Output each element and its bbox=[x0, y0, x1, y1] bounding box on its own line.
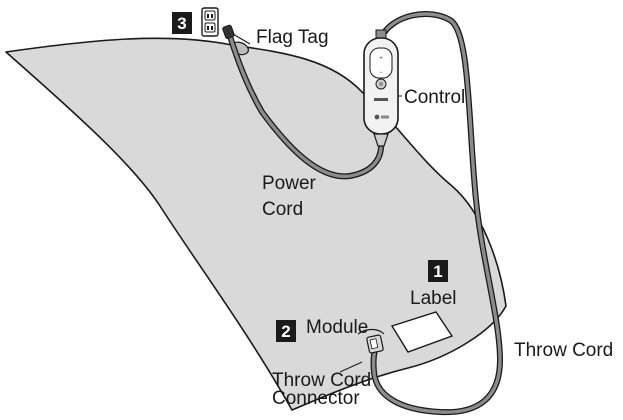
connector-leader bbox=[339, 361, 363, 373]
connector-label-line2: Connector bbox=[272, 388, 360, 409]
power-cord bbox=[228, 34, 383, 178]
svg-text:3: 3 bbox=[177, 14, 186, 33]
module-label: Module bbox=[306, 317, 368, 338]
handheld-controller-icon: + − bbox=[363, 29, 399, 147]
svg-text:2: 2 bbox=[281, 322, 290, 341]
power-cord-label-line1: Power bbox=[262, 173, 317, 194]
plug-head bbox=[222, 24, 235, 39]
svg-text:1: 1 bbox=[433, 262, 442, 281]
wall-outlet-icon bbox=[201, 7, 219, 37]
step-badge-3: 3 bbox=[172, 12, 192, 34]
svg-text:−: − bbox=[379, 70, 383, 76]
power-cord-label-line2: Cord bbox=[262, 199, 303, 220]
throw-cord-connector bbox=[366, 334, 384, 354]
module-leader bbox=[357, 328, 385, 335]
step-badge-2: 2 bbox=[276, 320, 296, 342]
label-label: Label bbox=[410, 288, 457, 309]
step-badge-1: 1 bbox=[428, 260, 448, 282]
control-label: Control bbox=[404, 87, 465, 108]
label-patch bbox=[390, 311, 454, 353]
flag-tag-label: Flag Tag bbox=[256, 27, 329, 48]
throw-cord-label: Throw Cord bbox=[514, 340, 613, 361]
connector-label-line1: Throw Cord bbox=[272, 370, 371, 391]
svg-text:+: + bbox=[379, 56, 383, 62]
throw-cord bbox=[371, 12, 502, 414]
